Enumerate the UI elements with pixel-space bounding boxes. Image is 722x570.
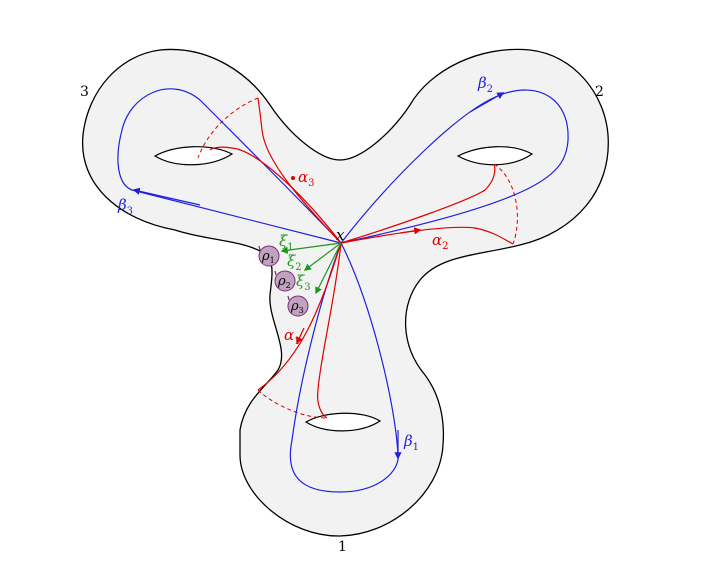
rho-2-label: ρ2 <box>277 274 291 290</box>
boundary-label-3: 3 <box>80 84 89 100</box>
alpha-2-curve-b <box>340 226 514 245</box>
xi-2-base: ξ <box>287 252 296 270</box>
beta-3-arrow <box>132 187 201 206</box>
alpha-2-arrow <box>399 227 422 235</box>
alpha-2-base: α <box>432 231 442 249</box>
beta-3-sub: 3 <box>127 206 133 217</box>
alpha-2-dashed <box>493 163 518 245</box>
rho-3-puncture <box>287 295 309 317</box>
xi-3-arrow <box>315 242 342 295</box>
xi-3-sub: 3 <box>304 282 310 293</box>
basepoint-label: x <box>336 226 345 244</box>
handle-2 <box>456 146 534 166</box>
rho-1-puncture <box>258 245 280 267</box>
rho-2-sub: 2 <box>286 281 291 290</box>
rho-2-base: ρ <box>277 274 286 289</box>
beta-2-sub: 2 <box>487 84 493 95</box>
alpha-2-curve <box>340 163 496 244</box>
alpha-1-sub: 1 <box>294 336 300 347</box>
alpha-3-base: α <box>298 168 308 186</box>
alpha-1-base: α <box>284 326 294 344</box>
alpha-2-label: α2 <box>432 231 449 252</box>
beta-1-base: β <box>403 432 413 450</box>
rho-3-label: ρ3 <box>290 299 304 315</box>
alpha-1-curve <box>257 242 342 391</box>
beta-1-label: β1 <box>403 432 419 453</box>
rho-2-puncture <box>274 270 296 292</box>
rho-1-sub: 1 <box>270 256 275 265</box>
alpha-3-dashed <box>197 97 259 159</box>
beta-2-loop <box>340 89 569 244</box>
beta-1-sub: 1 <box>413 442 419 453</box>
alpha-1-arrow <box>296 327 305 345</box>
xi-3-label: ξ3 <box>296 272 311 293</box>
boundary-label-2: 2 <box>595 84 604 100</box>
rho-1-label: ρ1 <box>261 249 275 265</box>
beta-2-label: β2 <box>477 74 493 95</box>
xi-1-arrow <box>280 242 342 254</box>
handle-3 <box>153 146 234 166</box>
alpha-3-sub: 3 <box>308 178 314 189</box>
alpha-1-curve-b <box>317 242 342 419</box>
xi-2-label: ξ2 <box>287 252 302 273</box>
xi-2-sub: 2 <box>295 262 301 273</box>
alpha-2-sub: 2 <box>442 241 448 252</box>
xi-1-base: ξ <box>279 232 288 250</box>
beta-1-loop <box>289 242 399 493</box>
alpha-3-marker <box>291 176 295 180</box>
boundary-label-1: 1 <box>338 539 347 555</box>
alpha-1-label: α1 <box>284 326 301 347</box>
beta-3-label: β3 <box>117 196 133 217</box>
rho-3-sub: 3 <box>299 306 304 315</box>
beta-3-base: β <box>117 196 127 214</box>
alpha-3-curve <box>257 97 342 244</box>
beta-2-base: β <box>477 74 487 92</box>
alpha-3-label: α3 <box>298 168 315 189</box>
beta-3-loop <box>117 88 342 244</box>
xi-1-sub: 1 <box>287 242 293 253</box>
xi-2-arrow <box>303 242 342 271</box>
rho-3-base: ρ <box>290 299 299 314</box>
xi-1-label: ξ1 <box>279 232 294 253</box>
alpha-3-curve-b <box>209 146 342 244</box>
rho-1-base: ρ <box>261 249 270 264</box>
xi-3-base: ξ <box>296 272 305 290</box>
beta-2-arrow <box>469 92 505 113</box>
surface-outline <box>82 48 609 537</box>
